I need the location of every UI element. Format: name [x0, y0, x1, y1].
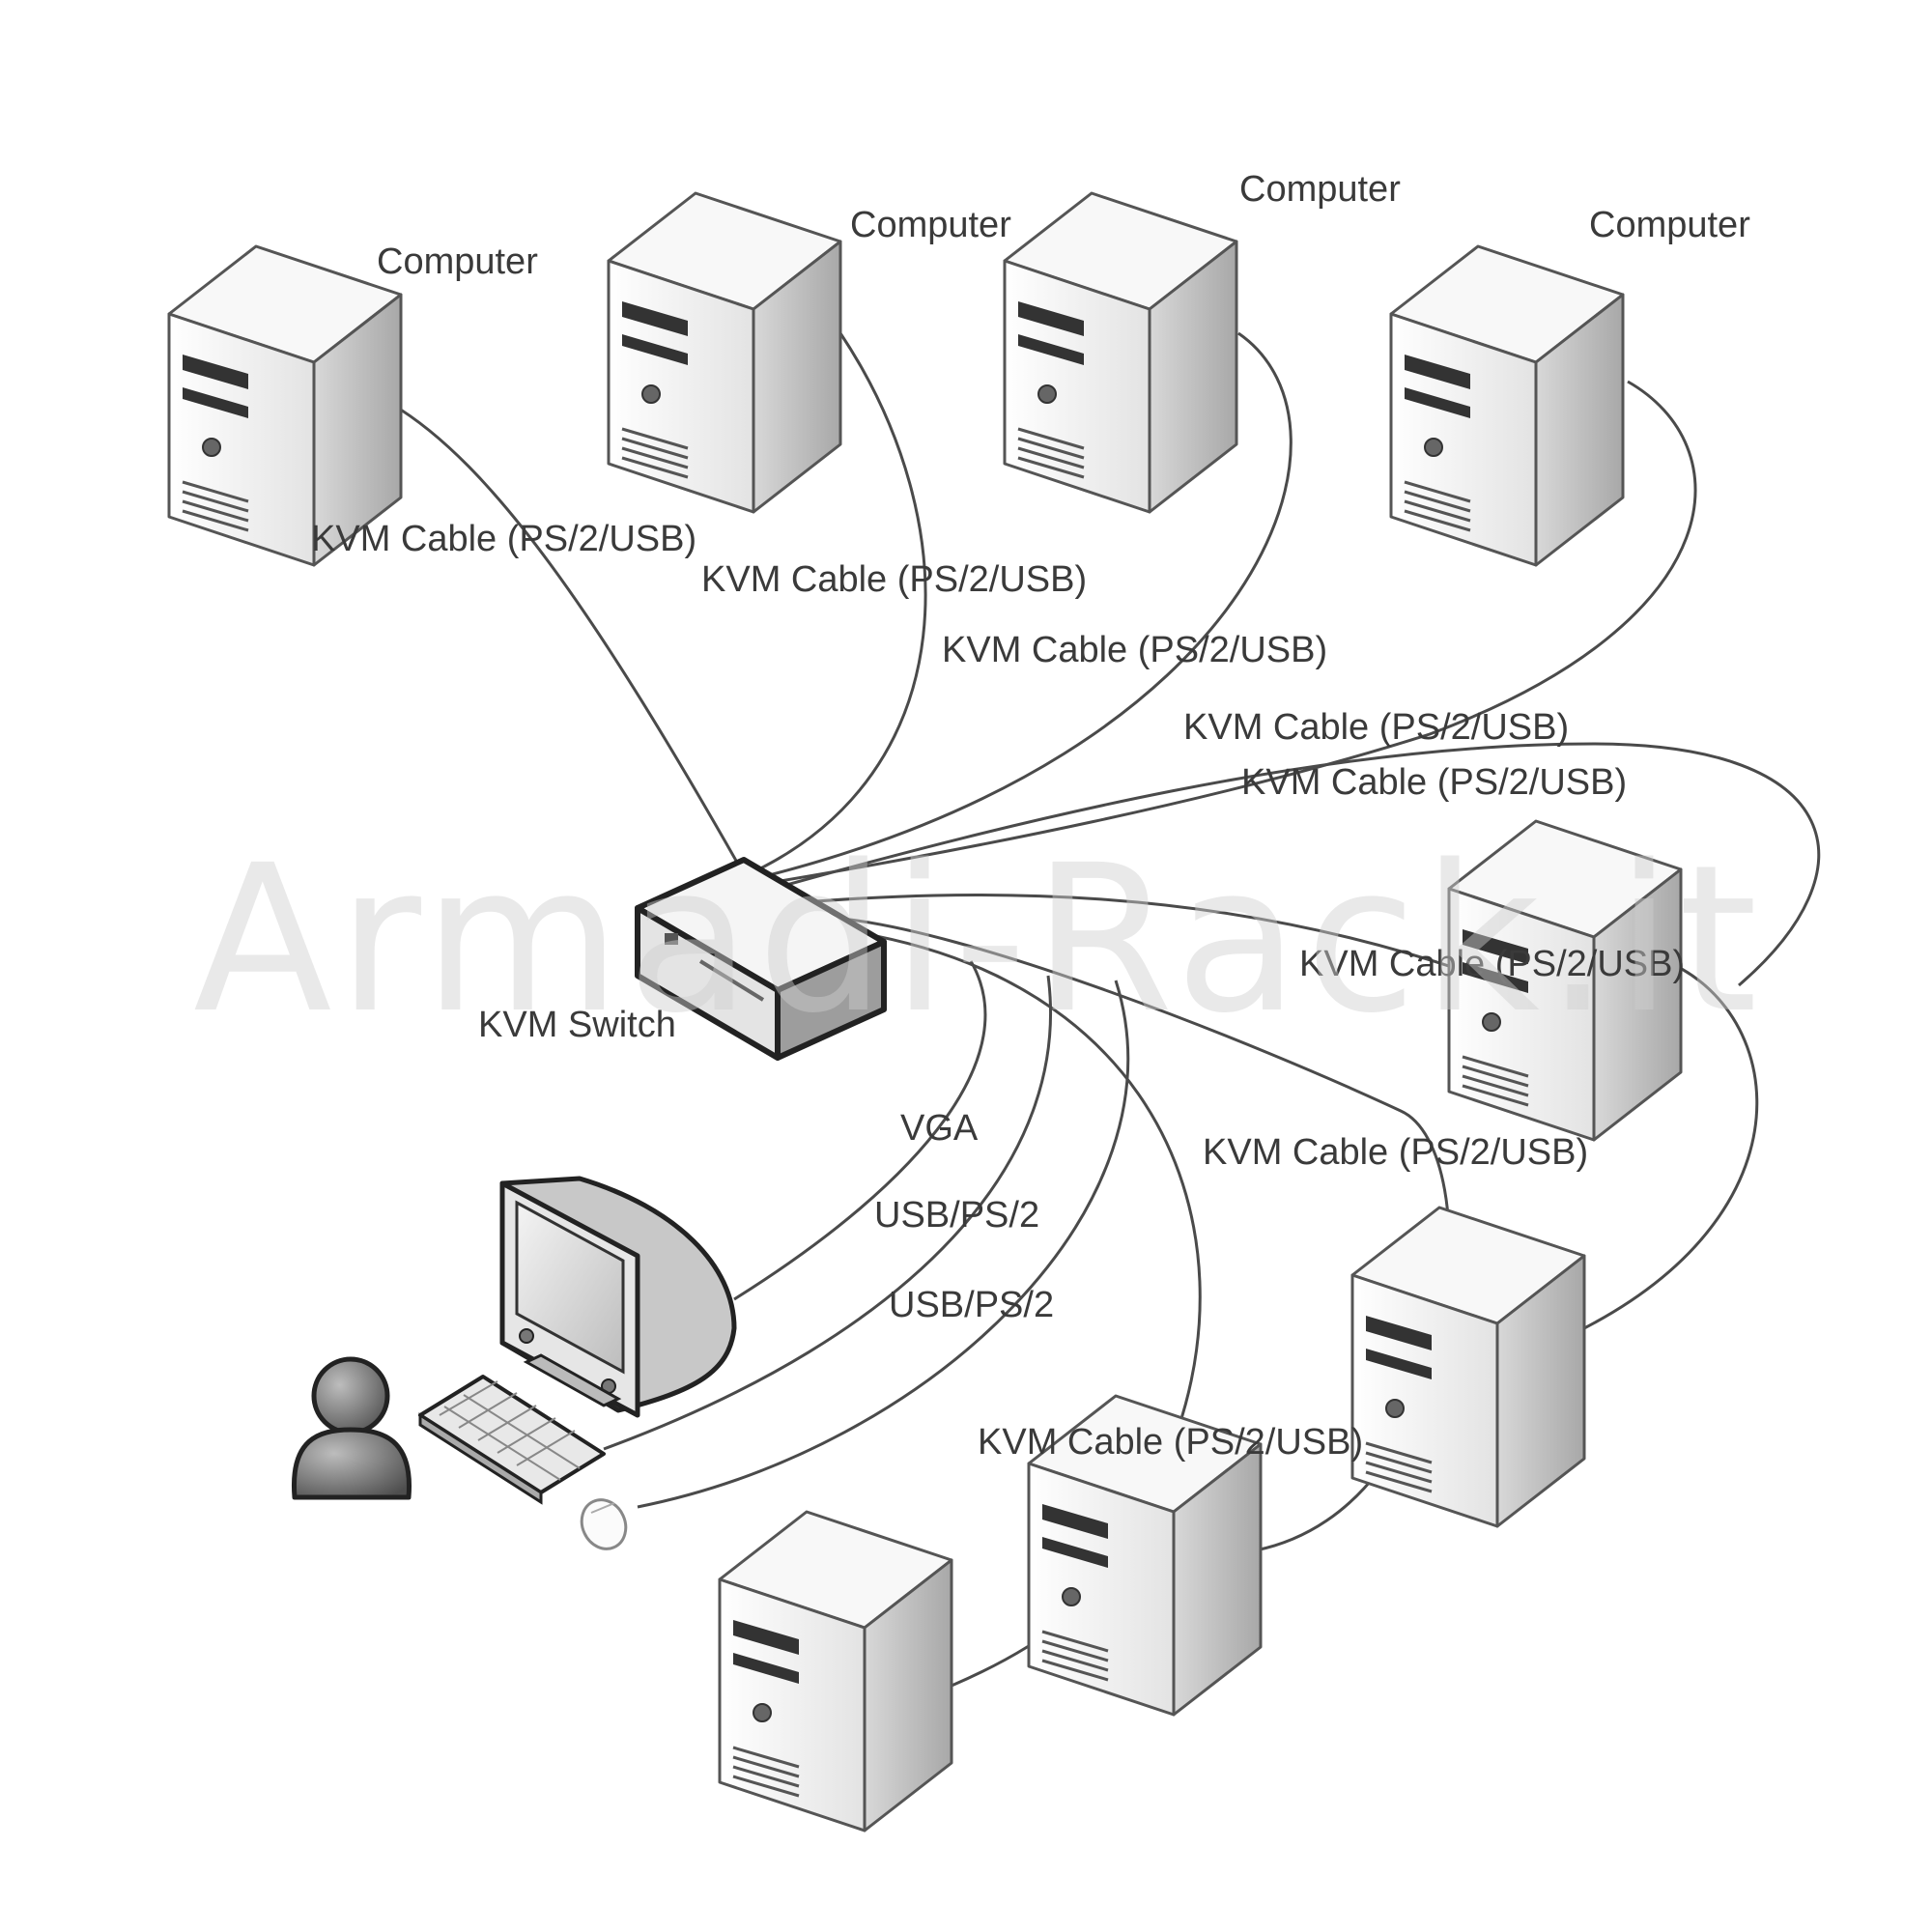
- cable-pc4: [762, 380, 1697, 886]
- cable-right-tower: [791, 893, 1464, 973]
- computer-label-2: Computer: [850, 205, 1011, 245]
- computer-3[interactable]: [1003, 191, 1238, 514]
- computer-label-3: Computer: [1239, 169, 1401, 210]
- kvm-cable-label-3: KVM Cable (PS/2/USB): [942, 630, 1327, 670]
- computer-label-4: Computer: [1589, 205, 1750, 245]
- computer-2[interactable]: [607, 191, 842, 514]
- mouse-icon: [580, 1498, 628, 1550]
- kvm-cable-label-6: KVM Cable (PS/2/USB): [1299, 944, 1685, 984]
- kvm-cable-label-7: KVM Cable (PS/2/USB): [1203, 1132, 1588, 1173]
- kvm-switch[interactable]: [635, 857, 887, 1061]
- computer-4[interactable]: [1389, 244, 1625, 567]
- watermark: Armadi-Rack.it: [193, 821, 1763, 1058]
- keyboard-icon: [418, 1375, 606, 1505]
- cable-mid-tower: [1583, 950, 1759, 1330]
- cable-keyboard: [603, 975, 1053, 1451]
- cable-vga: [733, 960, 987, 1301]
- vga-label: VGA: [900, 1108, 979, 1149]
- kvm-cable-label-1: KVM Cable (PS/2/USB): [311, 519, 696, 559]
- computer-1[interactable]: [167, 244, 403, 567]
- computer-label-1: Computer: [377, 242, 538, 282]
- computer-6[interactable]: [1350, 1206, 1586, 1528]
- kvm-cable-label-8: KVM Cable (PS/2/USB): [978, 1422, 1363, 1463]
- computer-8[interactable]: [718, 1510, 953, 1833]
- monitor-icon: [499, 1176, 737, 1418]
- cables: [390, 331, 1821, 1688]
- kvm-switch-label: KVM Switch: [478, 1005, 676, 1045]
- kvm-cable-label-2: KVM Cable (PS/2/USB): [701, 559, 1087, 600]
- cable-far-right: [772, 742, 1821, 987]
- usb-ps2-label-1: USB/PS/2: [874, 1195, 1039, 1236]
- usb-ps2-label-2: USB/PS/2: [889, 1285, 1054, 1325]
- kvm-cable-label-4: KVM Cable (PS/2/USB): [1183, 707, 1569, 748]
- cable-mouse: [637, 980, 1129, 1509]
- cable-pc1: [390, 402, 746, 875]
- labels: Computer Computer Computer Computer KVM …: [311, 169, 1750, 1463]
- kvm-cable-label-5: KVM Cable (PS/2/USB): [1241, 762, 1627, 803]
- cable-pc3: [753, 331, 1293, 881]
- cable-pc2: [748, 332, 927, 876]
- user-icon: [291, 1356, 412, 1500]
